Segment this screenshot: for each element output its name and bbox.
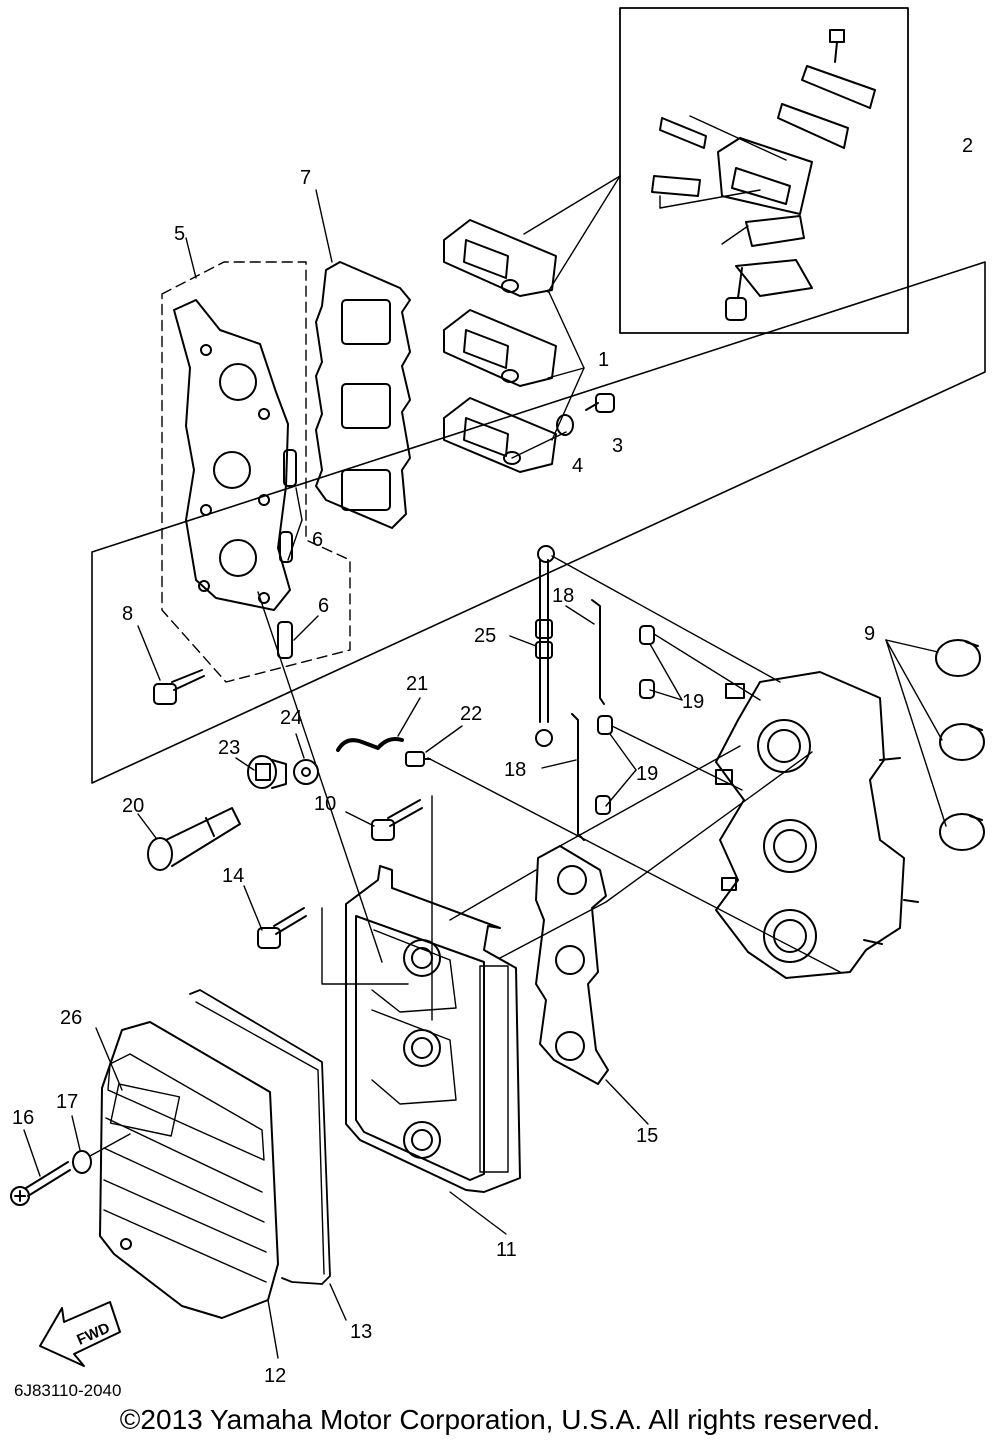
callout-25: 25 bbox=[474, 625, 496, 647]
callout-14: 14 bbox=[222, 865, 244, 887]
callout-19a: 19 bbox=[682, 691, 704, 713]
small-plate bbox=[651, 175, 701, 197]
gasket-13 bbox=[189, 989, 331, 1285]
callout-7: 7 bbox=[300, 167, 311, 189]
callout-22: 22 bbox=[460, 703, 482, 725]
fitting-22 bbox=[405, 751, 431, 767]
callout-16: 16 bbox=[12, 1107, 34, 1129]
callout-15: 15 bbox=[636, 1125, 658, 1147]
screw-bottom bbox=[725, 267, 747, 321]
callout-26: 26 bbox=[60, 1007, 82, 1029]
callout-1: 1 bbox=[598, 349, 609, 371]
callout-11: 11 bbox=[496, 1239, 517, 1261]
callout-4: 4 bbox=[572, 455, 583, 477]
reed-valve-assembly-middle bbox=[443, 309, 557, 387]
clip-19-lower bbox=[595, 715, 613, 815]
link-rod-25 bbox=[535, 545, 555, 747]
grommet-23 bbox=[247, 755, 287, 789]
screw-top bbox=[829, 29, 845, 63]
callout-labels: 1 2 3 4 5 6 6 7 8 9 10 11 12 13 14 15 16… bbox=[12, 135, 973, 1387]
copyright-notice: ©2013 Yamaha Motor Corporation, U.S.A. A… bbox=[119, 1404, 881, 1435]
callout-19b: 19 bbox=[636, 763, 658, 785]
callout-5: 5 bbox=[174, 223, 185, 245]
carburetor-assembly bbox=[715, 671, 919, 979]
callout-13: 13 bbox=[350, 1321, 372, 1343]
callout-17: 17 bbox=[56, 1091, 78, 1113]
rod-18-upper bbox=[591, 599, 605, 705]
lower-plate-1 bbox=[745, 215, 805, 247]
clip-9-bottom bbox=[939, 813, 985, 851]
callout-21: 21 bbox=[406, 673, 428, 695]
part-code-label: 6J83110-2040 bbox=[14, 1381, 122, 1400]
intake-manifold-5 bbox=[161, 261, 351, 683]
bolt-8 bbox=[153, 669, 205, 705]
bolt-14 bbox=[257, 907, 307, 949]
reed-valve-detail-box bbox=[619, 7, 909, 334]
hose-21 bbox=[336, 737, 404, 752]
callout-10: 10 bbox=[314, 793, 336, 815]
valve-seat-block bbox=[717, 137, 813, 215]
callout-18b: 18 bbox=[504, 759, 526, 781]
stopper-plate bbox=[801, 65, 876, 109]
cover-12 bbox=[99, 1021, 279, 1319]
callout-6a: 6 bbox=[312, 529, 323, 551]
callout-2: 2 bbox=[962, 135, 973, 157]
reed-valve-assembly-top bbox=[443, 219, 557, 297]
fwd-arrow-icon: FWD bbox=[39, 1301, 121, 1367]
bolt-16 bbox=[10, 1161, 71, 1206]
callout-20: 20 bbox=[122, 795, 144, 817]
bolt-3 bbox=[585, 393, 615, 413]
washer-4 bbox=[556, 414, 574, 436]
clip-9-middle bbox=[939, 723, 985, 761]
nut-24 bbox=[293, 759, 319, 785]
silencer-plate-11 bbox=[345, 865, 521, 1193]
gasket-7 bbox=[315, 261, 411, 529]
callout-23: 23 bbox=[218, 737, 240, 759]
callout-24: 24 bbox=[280, 707, 302, 729]
callout-6b: 6 bbox=[318, 595, 329, 617]
assembly-boundary bbox=[91, 261, 986, 784]
callout-8: 8 bbox=[122, 603, 133, 625]
gasket-15 bbox=[535, 845, 609, 1085]
reed-petal bbox=[777, 103, 849, 149]
callout-9: 9 bbox=[864, 623, 875, 645]
rod-18-lower bbox=[571, 713, 585, 841]
clip-9-top bbox=[935, 639, 981, 677]
stud-6-lower bbox=[277, 621, 293, 659]
bolt-10 bbox=[371, 799, 423, 841]
lower-plate-2 bbox=[735, 259, 813, 297]
callout-18a: 18 bbox=[552, 585, 574, 607]
reed-valve-assembly-bottom bbox=[443, 397, 557, 473]
clip-19-upper bbox=[639, 625, 655, 699]
washer-17 bbox=[72, 1150, 92, 1174]
callout-3: 3 bbox=[612, 435, 623, 457]
callout-12: 12 bbox=[264, 1365, 286, 1387]
left-petal bbox=[659, 117, 707, 149]
knob-20 bbox=[147, 807, 241, 871]
